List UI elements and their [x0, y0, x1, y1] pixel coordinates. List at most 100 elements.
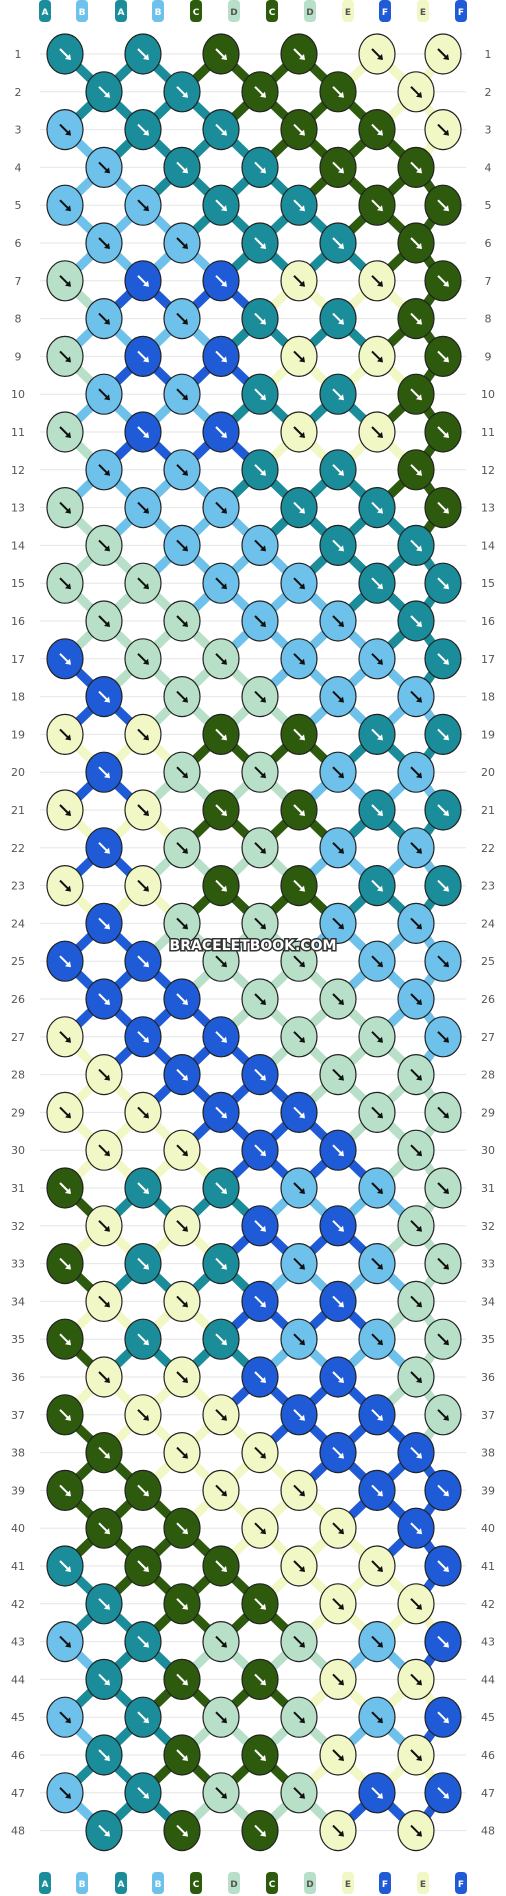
strand-bottom-letter: A [42, 1880, 49, 1890]
knot-arrowhead [65, 1036, 71, 1043]
knot-arrowhead [416, 999, 422, 1005]
row-number-right: 23 [481, 880, 495, 893]
row-number-left: 4 [15, 161, 22, 174]
knot-arrowhead [416, 167, 422, 174]
knot-arrowhead [221, 1188, 227, 1194]
knot-arrowhead [221, 1339, 227, 1346]
knot-arrowhead [104, 1377, 110, 1383]
row-number-left: 9 [15, 350, 22, 363]
knot-arrowhead [299, 129, 305, 136]
knot-arrowhead [443, 205, 449, 212]
knot-arrowhead [338, 1452, 344, 1459]
strand-top-letter: F [382, 8, 388, 18]
row-number-left: 7 [15, 275, 22, 288]
strand-top-letter: B [155, 8, 162, 18]
knot-arrowhead [65, 129, 71, 136]
row-number-left: 6 [15, 237, 22, 250]
knot-arrowhead [182, 1679, 188, 1686]
knot-arrowhead [143, 961, 149, 968]
row-number-left: 31 [11, 1182, 25, 1195]
knot-arrowhead [104, 1603, 110, 1610]
knot-arrowhead [65, 1188, 71, 1194]
knot-arrowhead [338, 847, 344, 854]
strand-top-swatch [417, 0, 429, 22]
row-number-left: 34 [11, 1295, 25, 1308]
knot-arrowhead [221, 54, 227, 60]
knot-arrowhead [104, 318, 110, 325]
knot-arrowhead [299, 1188, 305, 1194]
knot-arrowhead [443, 1566, 449, 1572]
knot-arrowhead [182, 621, 188, 627]
knot-arrowhead [377, 1641, 383, 1648]
knot-arrowhead [443, 1339, 449, 1346]
knot-arrowhead [299, 1036, 305, 1043]
knot-arrowhead [260, 243, 266, 249]
strand-bottom-letter: E [420, 1880, 426, 1890]
strand-bottom-swatch [342, 1872, 354, 1894]
knot-arrowhead [443, 1490, 449, 1497]
knot-arrowhead [377, 961, 383, 968]
row-number-left: 19 [11, 728, 25, 741]
row-number-right: 11 [481, 426, 495, 439]
strand-top-swatch [228, 0, 240, 22]
knot-arrowhead [104, 1755, 110, 1761]
knot-arrowhead [221, 129, 227, 136]
knot-arrowhead [143, 734, 149, 741]
knot-arrowhead [65, 734, 71, 741]
knot-arrowhead [104, 696, 110, 703]
row-number-left: 20 [11, 766, 25, 779]
row-number-right: 37 [481, 1409, 495, 1422]
row-number-right: 43 [481, 1636, 495, 1649]
row-number-left: 23 [11, 880, 25, 893]
strand-top-swatch [190, 0, 202, 22]
knot-arrowhead [299, 54, 305, 60]
row-number-right: 36 [481, 1371, 495, 1384]
row-number-left: 24 [11, 917, 25, 930]
knot-arrowhead [104, 469, 110, 476]
knot-arrowhead [299, 1490, 305, 1497]
knot-arrowhead [377, 1414, 383, 1421]
knot-arrowhead [260, 469, 266, 476]
knot-arrowhead [299, 1792, 305, 1799]
row-number-left: 44 [11, 1673, 25, 1686]
row-number-right: 4 [485, 161, 492, 174]
knot-arrowhead [377, 356, 383, 363]
knot-arrowhead [104, 923, 110, 930]
knot-arrowhead [260, 1225, 266, 1232]
knot-arrowhead [182, 1452, 188, 1459]
row-number-right: 17 [481, 653, 495, 666]
row-number-right: 6 [485, 237, 492, 250]
row-number-right: 18 [481, 691, 495, 704]
strand-top-letter: E [420, 8, 426, 18]
knot-arrowhead [221, 1036, 227, 1043]
knot-arrowhead [143, 1490, 149, 1497]
knot-arrowhead [416, 91, 422, 98]
row-number-left: 12 [11, 464, 25, 477]
knot-arrowhead [221, 1641, 227, 1648]
knot-arrowhead [182, 1225, 188, 1232]
knot-arrowhead [416, 318, 422, 325]
row-number-left: 3 [15, 124, 22, 137]
row-number-left: 38 [11, 1447, 25, 1460]
knot-arrowhead [65, 507, 71, 514]
knot-arrowhead [443, 1188, 449, 1194]
row-number-right: 48 [481, 1825, 495, 1838]
knot-arrowhead [221, 961, 227, 968]
knot-arrowhead [221, 1112, 227, 1119]
knot-arrowhead [143, 507, 149, 514]
knot-arrowhead [65, 54, 71, 60]
knot-arrowhead [104, 1225, 110, 1232]
row-number-left: 46 [11, 1749, 25, 1762]
strand-bottom-swatch [39, 1872, 51, 1894]
row-number-left: 13 [11, 502, 25, 515]
knot-arrowhead [104, 847, 110, 854]
row-number-right: 28 [481, 1069, 495, 1082]
knot-arrowhead [377, 507, 383, 514]
knot-arrowhead [143, 129, 149, 136]
knot-arrowhead [260, 1150, 266, 1157]
strand-top-letter: B [79, 8, 86, 18]
knot-arrowhead [104, 91, 110, 98]
knot-arrowhead [65, 810, 71, 816]
knot-arrowhead [182, 167, 188, 174]
